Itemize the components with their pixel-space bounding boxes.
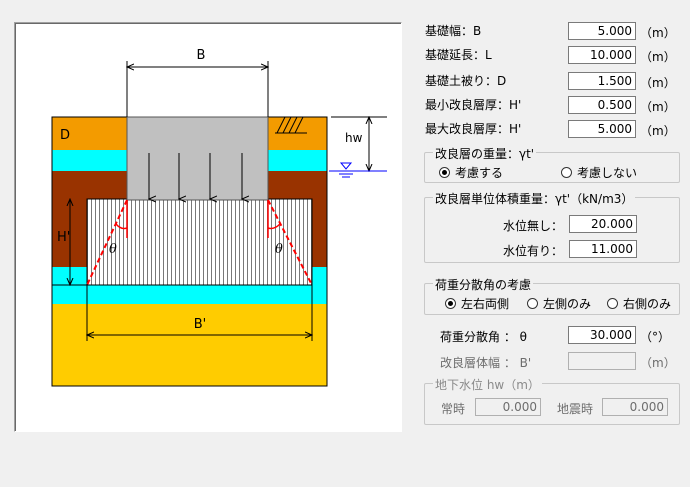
water-level-icon [329, 162, 387, 178]
hw-dimension-label: hw [345, 131, 363, 145]
spread-left-label: 左側のみ [543, 297, 592, 311]
spread-group-title: 荷重分散角の考慮 [433, 276, 534, 293]
spread-angle-unit: （°） [640, 330, 671, 344]
b-dimension-label: B [197, 48, 206, 63]
no-water-input[interactable]: 20.000 [569, 215, 637, 233]
spread-left-radio[interactable]: 左側のみ [527, 295, 591, 312]
water-input[interactable]: 11.000 [569, 240, 637, 258]
groundwater-normal-label: 常時 [441, 402, 466, 416]
improved-layer [86, 198, 313, 286]
length-input[interactable]: 10.000 [568, 46, 636, 64]
weight-ignore-label: 考慮しない [577, 166, 638, 180]
min-thickness-input[interactable]: 0.500 [568, 96, 636, 114]
angle-arcs [115, 200, 281, 238]
foundation-block [126, 116, 269, 201]
no-water-label: 水位無し： [503, 219, 564, 233]
foundation-diagram-panel: B D hw H' θ θ [14, 22, 402, 432]
radio-unselected-icon [607, 298, 618, 309]
field-label-max-thickness: 最大改良層厚：H' [425, 122, 522, 136]
unit-weight-group-title: 改良層単位体積重量：γt'（kN/m3） [433, 190, 636, 207]
radio-selected-icon [439, 167, 450, 178]
spread-angle-label: 荷重分散角 ： θ [440, 330, 527, 344]
width-unit: （m） [640, 26, 676, 40]
radio-unselected-icon [527, 298, 538, 309]
d-dimension-label: D [60, 128, 70, 143]
weight-ignore-radio[interactable]: 考慮しない [561, 164, 637, 181]
weight-group: 改良層の重量：γt' 考慮する 考慮しない [424, 145, 680, 183]
groundwater-normal-input: 0.000 [475, 398, 541, 416]
water-label: 水位有り： [503, 244, 564, 258]
cover-unit: （m） [640, 76, 676, 90]
field-label-width: 基礎幅：B [425, 24, 482, 38]
length-unit: （m） [640, 50, 676, 64]
spread-right-radio[interactable]: 右側のみ [607, 295, 671, 312]
weight-group-title: 改良層の重量：γt' [433, 145, 537, 162]
field-label-min-thickness: 最小改良層厚：H' [425, 98, 522, 112]
improved-width-input [568, 352, 636, 370]
improved-width-label: 改良層体幅 ： B' [440, 356, 532, 370]
field-label-length: 基礎延長：L [425, 48, 492, 62]
bprime-dimension-label: B' [194, 317, 207, 332]
theta-label-left: θ [109, 242, 117, 257]
base-layer [52, 304, 327, 386]
unit-weight-group: 改良層単位体積重量：γt'（kN/m3） 水位無し： 20.000 水位有り： … [424, 190, 680, 263]
weight-consider-radio[interactable]: 考慮する [439, 164, 503, 181]
radio-unselected-icon [561, 167, 572, 178]
groundwater-quake-label: 地震時 [557, 402, 594, 416]
radio-selected-icon [445, 298, 456, 309]
groundwater-group-title: 地下水位 hw（m） [433, 376, 542, 393]
max-thickness-input[interactable]: 5.000 [568, 120, 636, 138]
spread-angle-input[interactable]: 30.000 [568, 326, 636, 344]
spread-group: 荷重分散角の考慮 左右両側 左側のみ 右側のみ [424, 276, 680, 315]
cover-input[interactable]: 1.500 [568, 72, 636, 90]
weight-consider-label: 考慮する [455, 166, 504, 180]
max-thickness-unit: （m） [640, 124, 676, 138]
groundwater-quake-input: 0.000 [602, 398, 668, 416]
load-arrows [149, 153, 242, 199]
improved-width-unit: （m） [640, 356, 676, 370]
h-dimension-label: H' [57, 230, 70, 245]
foundation-diagram: B D hw H' θ θ [51, 48, 387, 387]
width-input[interactable]: 5.000 [568, 22, 636, 40]
min-thickness-unit: （m） [640, 100, 676, 114]
ground-hatch-symbol [275, 116, 307, 134]
groundwater-group: 地下水位 hw（m） 常時 0.000 地震時 0.000 [424, 376, 680, 425]
theta-label-right: θ [275, 242, 283, 257]
field-label-cover: 基礎土被り：D [425, 74, 507, 88]
spread-right-label: 右側のみ [623, 297, 672, 311]
spread-both-label: 左右両側 [461, 297, 510, 311]
spread-both-radio[interactable]: 左右両側 [445, 295, 509, 312]
